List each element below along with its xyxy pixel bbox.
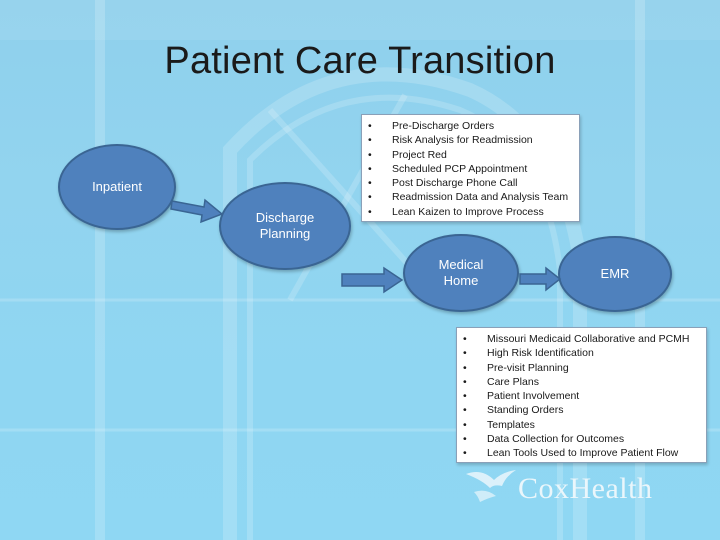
list-item: Post Discharge Phone Call	[362, 176, 579, 191]
node-inpatient-label: Inpatient	[92, 179, 142, 194]
list-item: Data Collection for Outcomes	[457, 432, 706, 447]
node-inpatient: Inpatient	[58, 144, 176, 230]
list-item: Templates	[457, 418, 706, 433]
medical-home-details-box: Missouri Medicaid Collaborative and PCMH…	[456, 327, 707, 463]
node-medical-home: Medical Home	[403, 234, 519, 312]
medical-home-details-list: Missouri Medicaid Collaborative and PCMH…	[457, 332, 706, 461]
node-medical-home-label: Medical Home	[438, 257, 484, 288]
node-discharge-planning: Discharge Planning	[219, 182, 351, 270]
list-item: Patient Involvement	[457, 389, 706, 404]
list-item: Readmission Data and Analysis Team	[362, 190, 579, 205]
logo-text: CoxHealth	[518, 472, 653, 505]
bird-logo-icon	[466, 470, 516, 502]
arrow-inpatient-to-discharge	[170, 198, 224, 224]
list-item: Missouri Medicaid Collaborative and PCMH	[457, 332, 706, 347]
arrow-discharge-to-medical-home	[341, 266, 404, 294]
coxhealth-logo: CoxHealth	[464, 466, 684, 510]
list-item: Standing Orders	[457, 403, 706, 418]
list-item: Pre-Discharge Orders	[362, 119, 579, 134]
list-item: Lean Tools Used to Improve Patient Flow	[457, 446, 706, 461]
arrow-medical-home-to-emr	[519, 266, 562, 292]
list-item: High Risk Identification	[457, 346, 706, 361]
node-emr-label: EMR	[600, 266, 630, 281]
list-item: Scheduled PCP Appointment	[362, 162, 579, 177]
list-item: Project Red	[362, 148, 579, 163]
list-item: Pre-visit Planning	[457, 361, 706, 376]
discharge-details-list: Pre-Discharge Orders Risk Analysis for R…	[362, 119, 579, 219]
page-title: Patient Care Transition	[164, 40, 556, 82]
node-discharge-label: Discharge Planning	[255, 210, 315, 241]
discharge-details-box: Pre-Discharge Orders Risk Analysis for R…	[361, 114, 580, 222]
list-item: Risk Analysis for Readmission	[362, 133, 579, 148]
node-emr: EMR	[558, 236, 672, 312]
list-item: Lean Kaizen to Improve Process	[362, 205, 579, 220]
list-item: Care Plans	[457, 375, 706, 390]
